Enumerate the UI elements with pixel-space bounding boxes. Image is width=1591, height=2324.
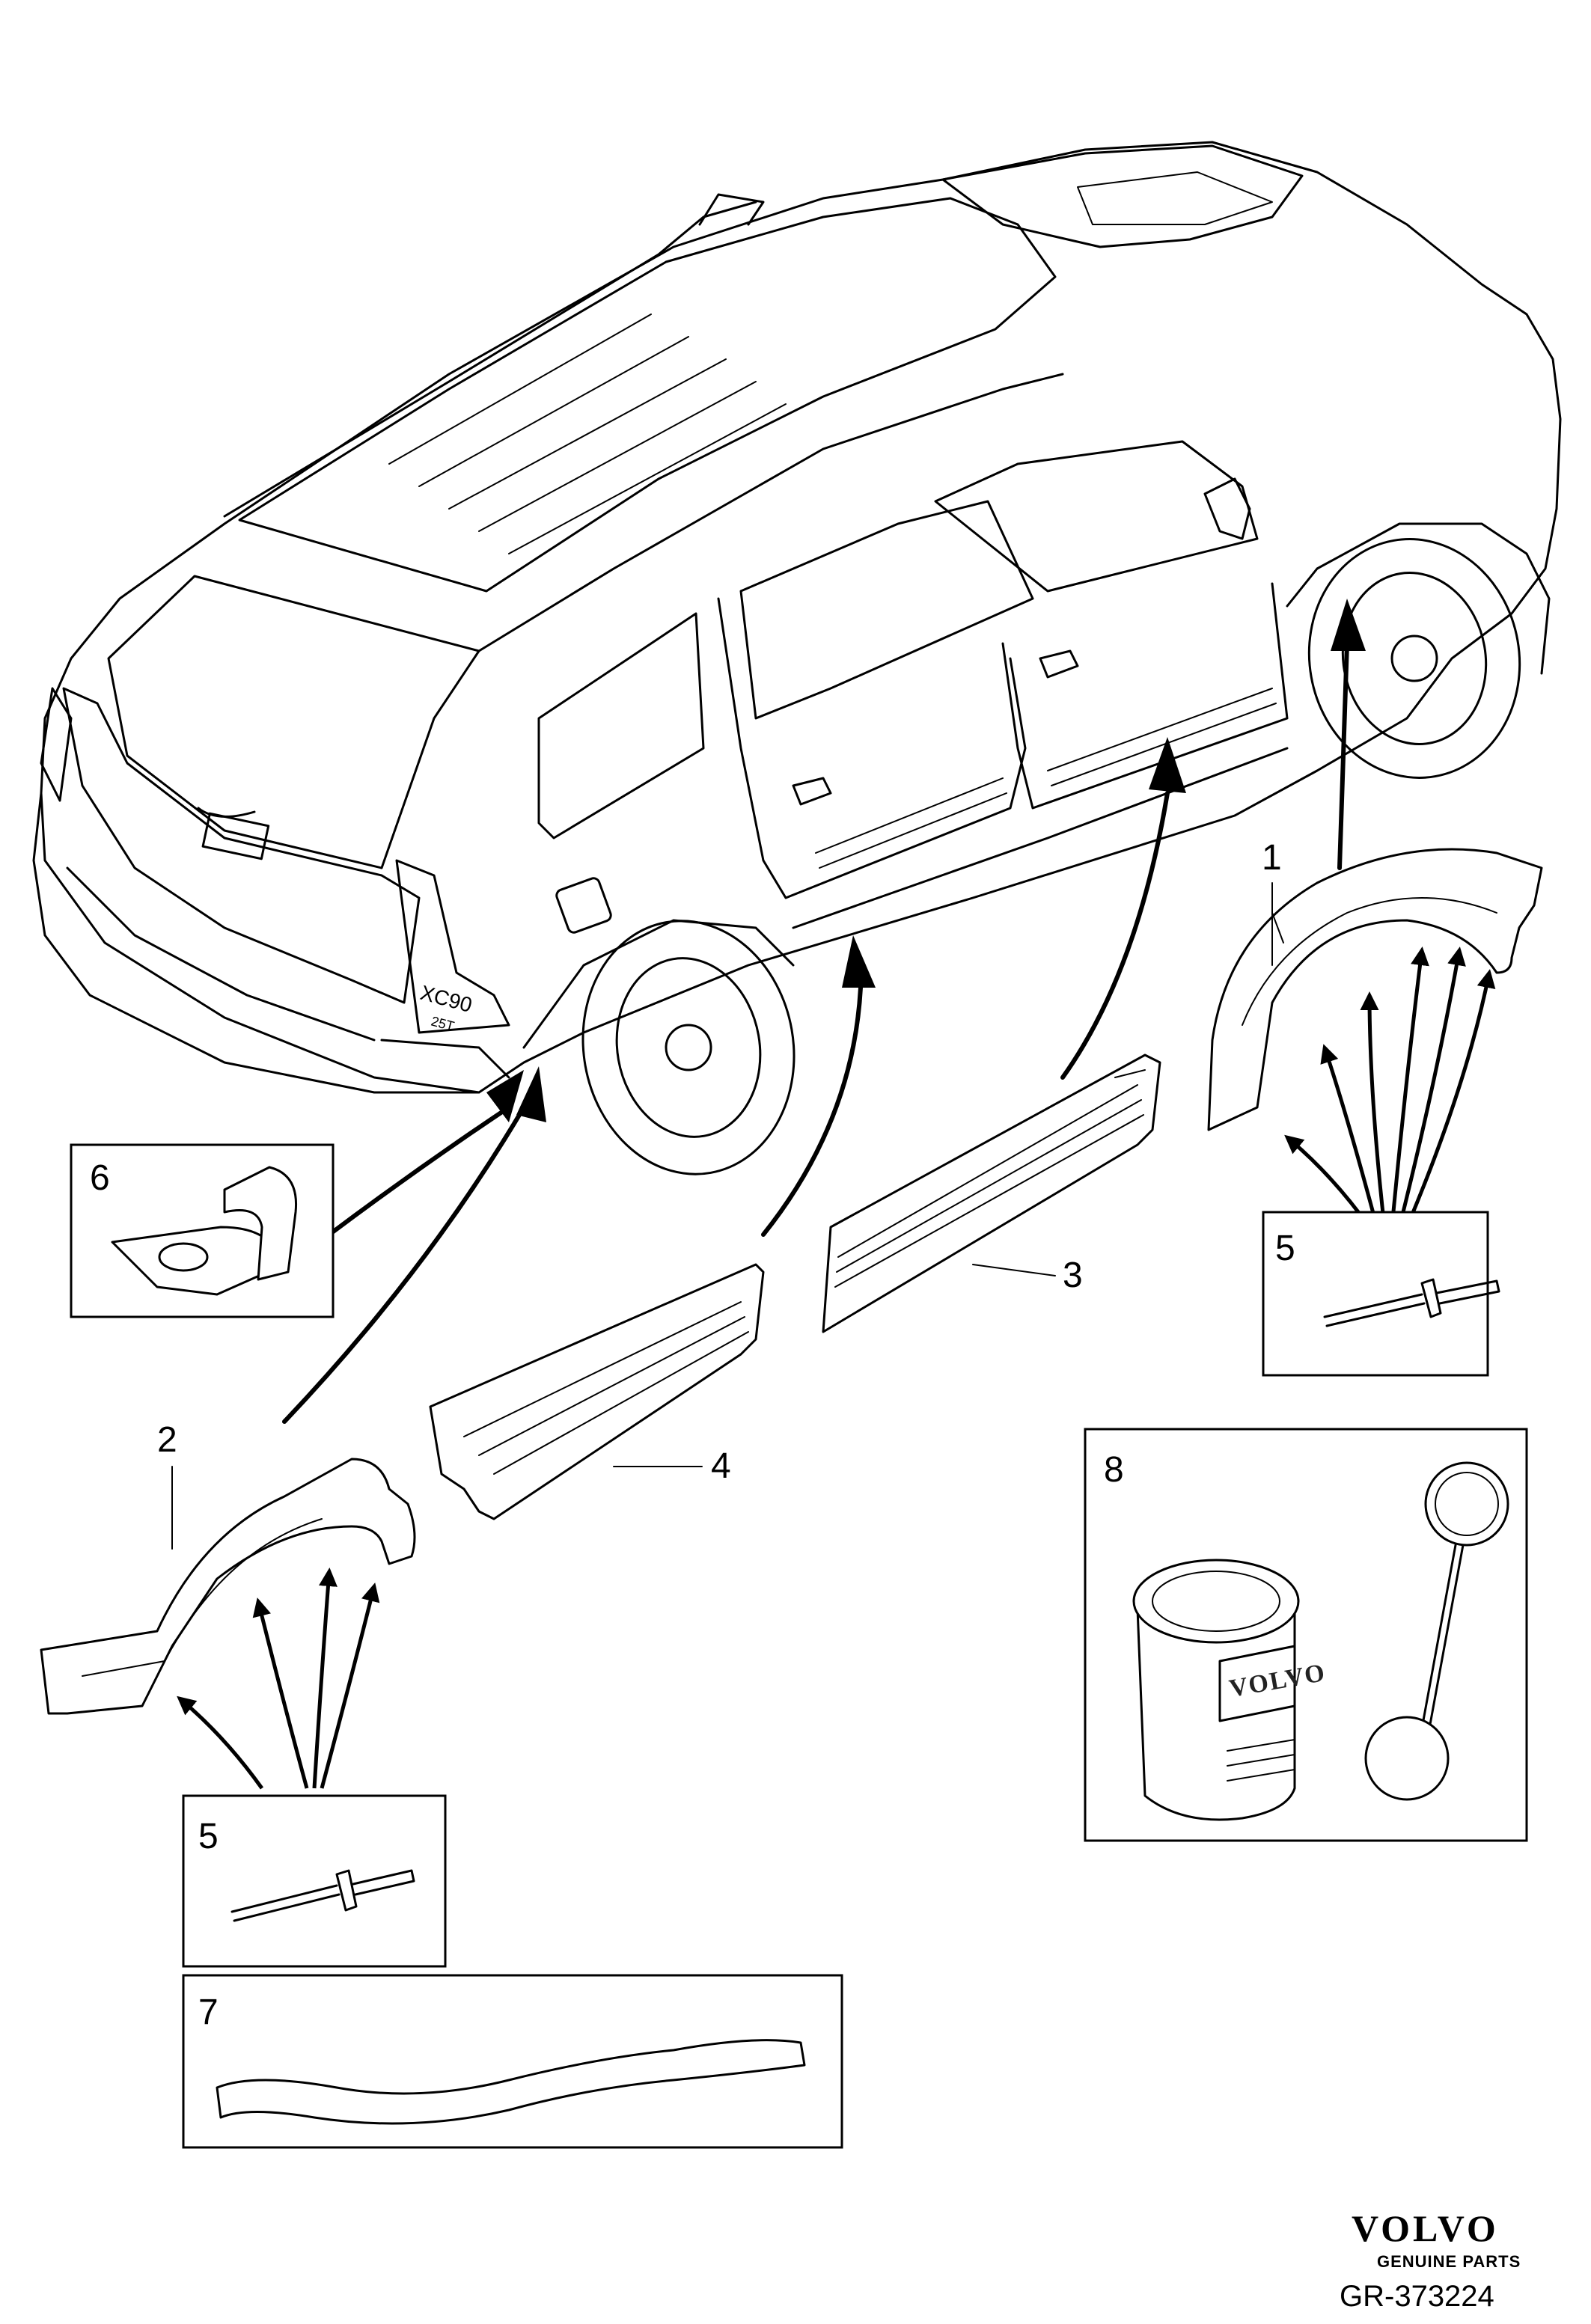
adhesive-strip-icon xyxy=(216,2039,806,2125)
callout-3: 3 xyxy=(1063,1256,1083,1295)
assembly-arrows xyxy=(282,599,1366,1424)
rivet-box-right: 5 xyxy=(1262,1211,1500,1377)
rivet-icon xyxy=(1323,1278,1500,1327)
callout-5-right: 5 xyxy=(1275,1229,1295,1268)
front-wheel-arch-part: 1 xyxy=(1207,838,1543,1131)
rear-door-molding-part: 4 xyxy=(429,1263,765,1520)
bracket-box: 6 xyxy=(70,1143,335,1318)
rivet-icon xyxy=(230,1869,415,1922)
touch-up-brush-icon xyxy=(1364,1461,1509,1801)
brand-tagline: GENUINE PARTS xyxy=(1377,2252,1521,2271)
rivet-box-left: 5 xyxy=(182,1794,447,1968)
paint-can-icon: VOLVO xyxy=(1132,1559,1328,1821)
vehicle-illustration: XC90 25T xyxy=(32,141,1562,1175)
drawing-number: GR-373224 xyxy=(1340,2280,1494,2313)
callout-8: 8 xyxy=(1104,1450,1124,1490)
brand-logo: VOLVO xyxy=(1352,2207,1499,2249)
rivet-arrows-left xyxy=(177,1568,380,1790)
bracket-icon xyxy=(111,1166,298,1296)
callout-6: 6 xyxy=(90,1158,110,1198)
paint-kit-box: 8 VOLVO xyxy=(1084,1428,1528,1842)
callout-1: 1 xyxy=(1262,838,1282,878)
model-badge: XC90 xyxy=(418,981,474,1017)
footer: VOLVO GENUINE PARTS GR-373224 xyxy=(1340,2207,1521,2313)
rivet-arrows-right xyxy=(1284,947,1496,1229)
callout-7: 7 xyxy=(198,1993,219,2032)
rear-wheel-arch-part: 2 xyxy=(40,1420,416,1715)
callout-2: 2 xyxy=(157,1420,177,1460)
callout-4: 4 xyxy=(711,1446,731,1486)
adhesive-strip-box: 7 xyxy=(182,1974,843,2149)
front-door-molding-part: 3 xyxy=(822,1054,1161,1333)
callout-5-left: 5 xyxy=(198,1817,219,1856)
